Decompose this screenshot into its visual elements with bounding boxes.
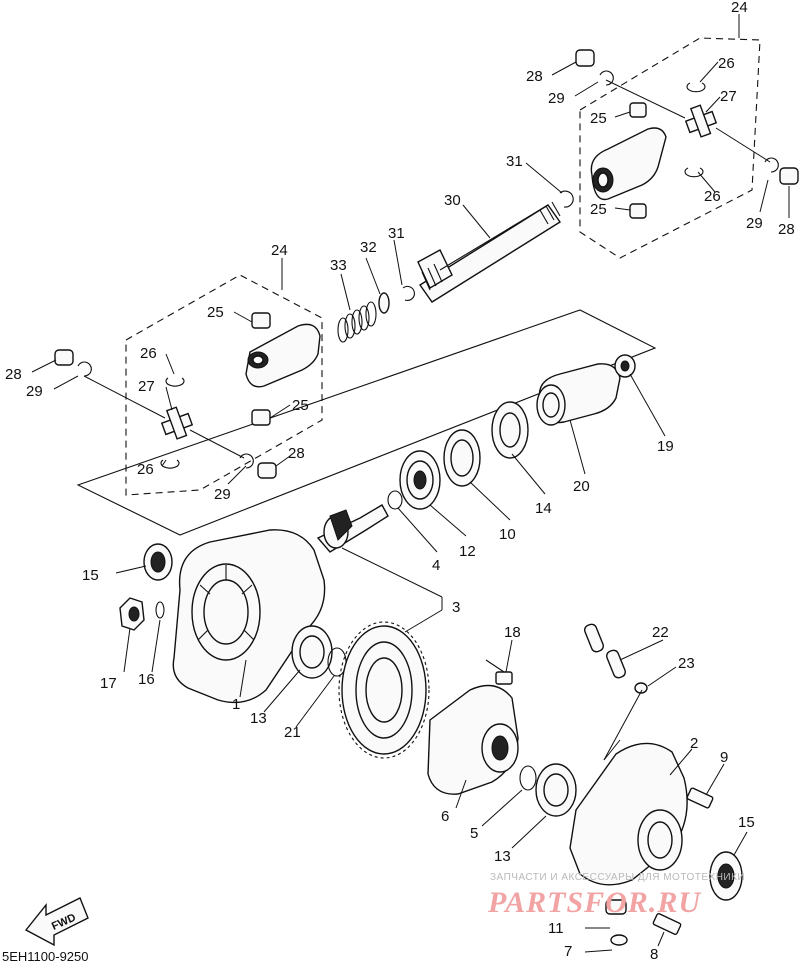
- callout-2: 2: [690, 735, 698, 752]
- callout-30: 30: [444, 192, 461, 209]
- housing-seal-nut: [119, 543, 173, 631]
- callout-7: 7: [564, 943, 572, 960]
- fwd-arrow: FWD: [24, 897, 89, 947]
- callout-25: 25: [292, 397, 309, 414]
- watermark-brand: PARTSFOR.RU: [487, 886, 701, 919]
- differential-case: [427, 659, 519, 795]
- callout-27: 27: [720, 88, 737, 105]
- group-outlines: [76, 37, 761, 536]
- gear-case: [569, 742, 743, 946]
- callout-25: 25: [590, 201, 607, 218]
- bearing-and-shim: [291, 625, 347, 679]
- drive-shaft: [402, 190, 574, 303]
- callout-28: 28: [288, 445, 305, 462]
- callout-28: 28: [5, 366, 22, 383]
- callout-15: 15: [738, 814, 755, 831]
- callout-32: 32: [360, 239, 377, 256]
- callout-10: 10: [499, 526, 516, 543]
- watermark-tagline: ЗАПЧАСТИ И АКСЕССУАРЫ ДЛЯ МОТОТЕХНИКИ: [490, 872, 745, 883]
- watermark: ЗАПЧАСТИ И АКСЕССУАРЫ ДЛЯ МОТОТЕХНИКИ PA…: [487, 872, 745, 919]
- callout-22: 22: [652, 624, 669, 641]
- callout-15: 15: [82, 567, 99, 584]
- callout-23: 23: [678, 655, 695, 672]
- callout-24: 24: [731, 0, 748, 16]
- callout-21: 21: [284, 724, 301, 741]
- pinion-gear: [316, 504, 389, 553]
- callout-11: 11: [548, 920, 564, 937]
- callout-16: 16: [138, 671, 155, 688]
- diagram-code: 5EH1100-9250: [2, 949, 89, 964]
- callout-33: 33: [330, 257, 347, 274]
- spring-and-washer: [337, 292, 390, 343]
- output-assembly: [387, 354, 636, 510]
- callout-26: 26: [140, 345, 157, 362]
- leader-lines: [31, 14, 790, 953]
- callout-29: 29: [746, 215, 763, 232]
- gear-housing: [172, 529, 326, 704]
- universal-joint-upper: [575, 49, 799, 219]
- callout-13: 13: [250, 710, 267, 727]
- universal-joint-lower: [54, 312, 321, 479]
- callout-29: 29: [26, 383, 43, 400]
- callout-26: 26: [137, 461, 154, 478]
- callout-26: 26: [704, 188, 721, 205]
- callout-3: 3: [452, 599, 460, 616]
- callout-26: 26: [718, 55, 735, 72]
- callout-9: 9: [720, 749, 728, 766]
- callout-17: 17: [100, 675, 117, 692]
- callout-12: 12: [459, 543, 476, 560]
- callout-8: 8: [650, 946, 658, 963]
- callout-31: 31: [506, 153, 523, 170]
- callout-25: 25: [590, 110, 607, 127]
- callout-13: 13: [494, 848, 511, 865]
- callout-25: 25: [207, 304, 224, 321]
- callout-5: 5: [470, 825, 478, 842]
- ring-gear: [338, 621, 430, 759]
- callout-24: 24: [271, 242, 288, 259]
- callout-29: 29: [214, 486, 231, 503]
- pins: [584, 623, 648, 694]
- callout-1: 1: [232, 696, 240, 713]
- callout-4: 4: [432, 557, 440, 574]
- callout-18: 18: [504, 624, 521, 641]
- callout-28: 28: [778, 221, 795, 238]
- callout-20: 20: [573, 478, 590, 495]
- callout-27: 27: [138, 378, 155, 395]
- callout-29: 29: [548, 90, 565, 107]
- callout-19: 19: [657, 438, 674, 455]
- callout-28: 28: [526, 68, 543, 85]
- lower-bearing: [519, 763, 577, 817]
- callout-6: 6: [441, 808, 449, 825]
- callout-14: 14: [535, 500, 552, 517]
- callout-labels: 24 28 29 26 27 25 31 30 25 26 29 28 24 3…: [5, 0, 795, 963]
- callout-31: 31: [388, 225, 405, 242]
